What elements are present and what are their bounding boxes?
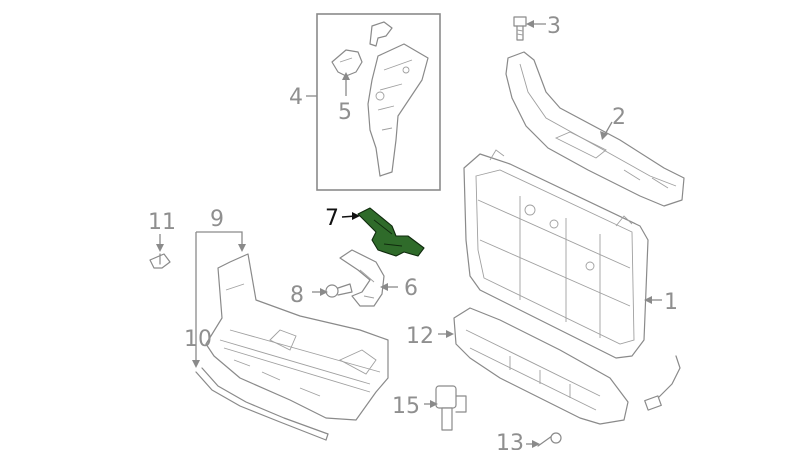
callout-13[interactable]: 13 <box>496 431 524 450</box>
callout-7-highlighted[interactable]: 7 <box>325 206 339 231</box>
part-13-bolt[interactable] <box>537 432 562 447</box>
part-10-strip[interactable] <box>195 367 329 441</box>
part-8-bolt[interactable] <box>325 283 353 298</box>
part-2-upper-crossmember[interactable] <box>505 51 685 207</box>
part-6-bracket[interactable] <box>339 249 385 307</box>
callout-11[interactable]: 11 <box>148 210 176 235</box>
wire-harness-sensor <box>644 355 681 411</box>
callout-15[interactable]: 15 <box>392 394 420 419</box>
part-11-clip[interactable] <box>149 253 171 269</box>
callout-4[interactable]: 4 <box>289 85 303 110</box>
part-5-bracket[interactable] <box>331 49 363 77</box>
part-15-sensor[interactable] <box>435 385 467 431</box>
callout-10[interactable]: 10 <box>184 327 212 352</box>
part-7-bracket-highlighted[interactable] <box>357 207 425 257</box>
callout-12[interactable]: 12 <box>406 324 434 349</box>
part-3-bolt[interactable] <box>513 16 527 41</box>
part-1-radiator-support[interactable] <box>463 149 649 359</box>
part-4-bracket[interactable] <box>367 43 429 177</box>
inset-clip <box>369 21 393 47</box>
part-9-air-deflector[interactable] <box>205 253 389 421</box>
callout-8[interactable]: 8 <box>290 283 304 308</box>
callout-9[interactable]: 9 <box>210 207 224 232</box>
leader-lines <box>156 20 662 448</box>
callout-6[interactable]: 6 <box>404 276 418 301</box>
callout-1[interactable]: 1 <box>664 290 678 315</box>
callout-5[interactable]: 5 <box>338 100 352 125</box>
callout-2[interactable]: 2 <box>612 105 626 130</box>
part-12-lower-shroud[interactable] <box>453 307 629 425</box>
callout-3[interactable]: 3 <box>547 14 561 39</box>
